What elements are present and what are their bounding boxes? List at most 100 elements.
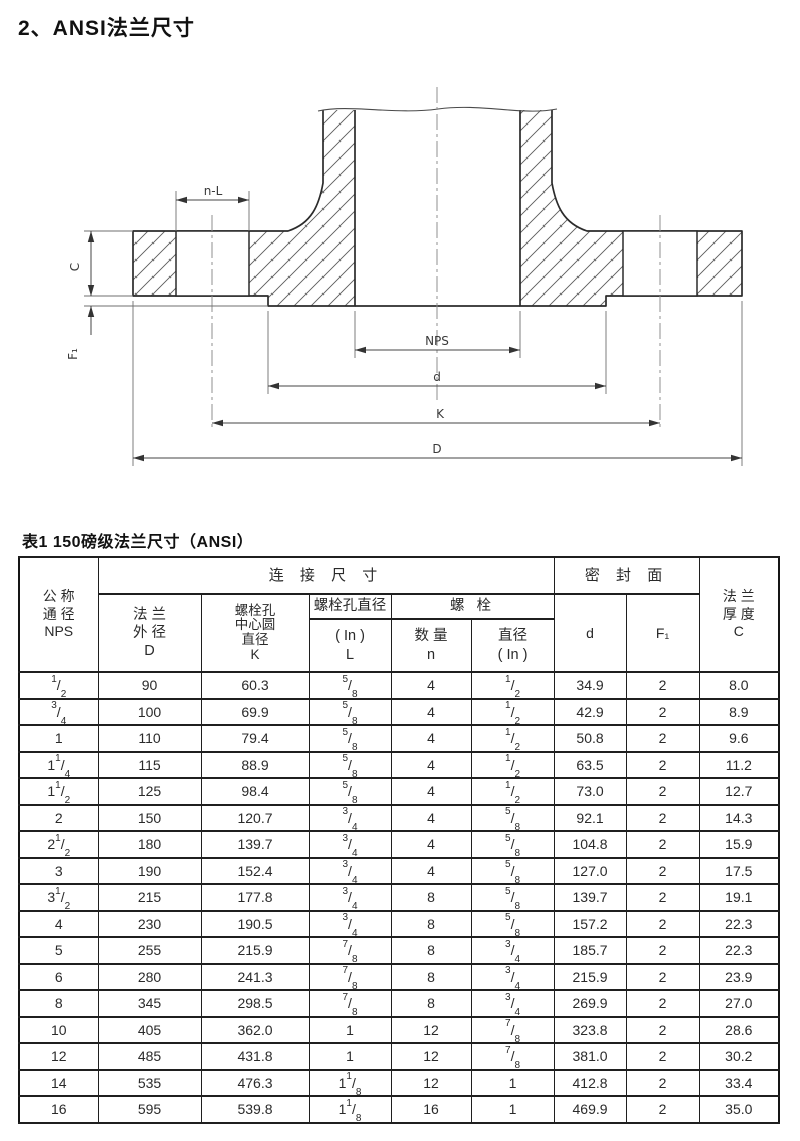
table-cell-n: 12 [390,1015,472,1044]
table-cell-K: 190.5 [200,909,310,938]
dim-label-c: C [68,263,82,271]
table-cell-K: 139.7 [200,830,310,859]
table-cell-nps: 12 [18,1042,99,1071]
table-cell-D: 230 [97,909,202,938]
table-cell-nps: 21/2 [18,830,99,859]
table-cell-F1: 2 [625,1015,700,1044]
dim-label-big-d: D [432,442,441,456]
table-cell-n: 4 [390,803,472,832]
table-cell-L: 3/4 [308,883,392,912]
table-cell-nps: 11/2 [18,777,99,806]
table-cell-D: 485 [97,1042,202,1071]
dim-label-nps: NPS [425,334,449,348]
table-cell-bolt_dia: 5/8 [470,909,555,938]
table-cell-nps: 11/4 [18,750,99,779]
table-cell-d: 34.9 [553,671,627,700]
table-cell-F1: 2 [625,909,700,938]
table-cell-K: 69.9 [200,697,310,726]
table-cell-F1: 2 [625,1068,700,1097]
header-bolt-dia: 直径( In ) [470,618,555,673]
table-cell-D: 190 [97,856,202,885]
table-cell-F1: 2 [625,936,700,965]
dim-label-d: d [433,370,441,384]
header-bolt-hole-dia: 螺栓孔直径 [308,593,392,620]
table-cell-d: 92.1 [553,803,627,832]
table-cell-L: 1 [308,1015,392,1044]
table-cell-D: 595 [97,1095,202,1124]
flange-section-drawing: n-L C F₁ NPS d K D [0,73,800,503]
table-cell-D: 215 [97,883,202,912]
table-cell-K: 120.7 [200,803,310,832]
table-cell-d: 381.0 [553,1042,627,1071]
table-cell-F1: 2 [625,830,700,859]
table-cell-C: 11.2 [698,750,780,779]
table-cell-F1: 2 [625,777,700,806]
table-cell-K: 476.3 [200,1068,310,1097]
table-cell-K: 177.8 [200,883,310,912]
dim-label-f1: F₁ [66,348,80,360]
table-cell-C: 8.9 [698,697,780,726]
table-cell-nps: 10 [18,1015,99,1044]
header-seal-f1: F₁ [625,593,700,673]
table-cell-L: 5/8 [308,777,392,806]
table-cell-d: 215.9 [553,962,627,991]
table-cell-bolt_dia: 5/8 [470,883,555,912]
table-cell-d: 50.8 [553,724,627,753]
table-cell-K: 215.9 [200,936,310,965]
table-cell-L: 3/4 [308,830,392,859]
table-cell-K: 431.8 [200,1042,310,1071]
table-cell-D: 345 [97,989,202,1018]
table-cell-bolt_dia: 1/2 [470,697,555,726]
table-cell-d: 269.9 [553,989,627,1018]
table-cell-n: 4 [390,856,472,885]
table-cell-nps: 4 [18,909,99,938]
table-cell-D: 535 [97,1068,202,1097]
table-cell-L: 7/8 [308,989,392,1018]
table-cell-bolt_dia: 3/4 [470,936,555,965]
table-cell-C: 27.0 [698,989,780,1018]
table-cell-C: 12.7 [698,777,780,806]
table-cell-K: 152.4 [200,856,310,885]
table-cell-bolt_dia: 5/8 [470,830,555,859]
table-caption: 表1 150磅级法兰尺寸（ANSI） [22,534,254,551]
table-cell-bolt_dia: 1/2 [470,750,555,779]
table-cell-d: 42.9 [553,697,627,726]
table-cell-F1: 2 [625,1042,700,1071]
table-cell-bolt_dia: 3/4 [470,962,555,991]
table-cell-K: 362.0 [200,1015,310,1044]
table-cell-K: 298.5 [200,989,310,1018]
table-cell-C: 22.3 [698,909,780,938]
table-cell-K: 539.8 [200,1095,310,1124]
table-cell-n: 4 [390,724,472,753]
table-cell-D: 110 [97,724,202,753]
break-line [317,106,558,112]
table-cell-L: 3/4 [308,803,392,832]
header-bolt-hole-dia-unit: ( In )L [308,618,392,673]
table-cell-bolt_dia: 1 [470,1095,555,1124]
table-cell-F1: 2 [625,697,700,726]
table-cell-C: 30.2 [698,1042,780,1071]
table-cell-n: 4 [390,750,472,779]
table-cell-D: 125 [97,777,202,806]
table-cell-d: 104.8 [553,830,627,859]
table-cell-C: 15.9 [698,830,780,859]
table-cell-K: 79.4 [200,724,310,753]
table-cell-bolt_dia: 7/8 [470,1015,555,1044]
table-cell-nps: 2 [18,803,99,832]
table-cell-bolt_dia: 7/8 [470,1042,555,1071]
table-cell-D: 100 [97,697,202,726]
table-cell-K: 88.9 [200,750,310,779]
table-cell-K: 98.4 [200,777,310,806]
table-cell-L: 5/8 [308,724,392,753]
table-cell-nps: 31/2 [18,883,99,912]
table-cell-D: 90 [97,671,202,700]
